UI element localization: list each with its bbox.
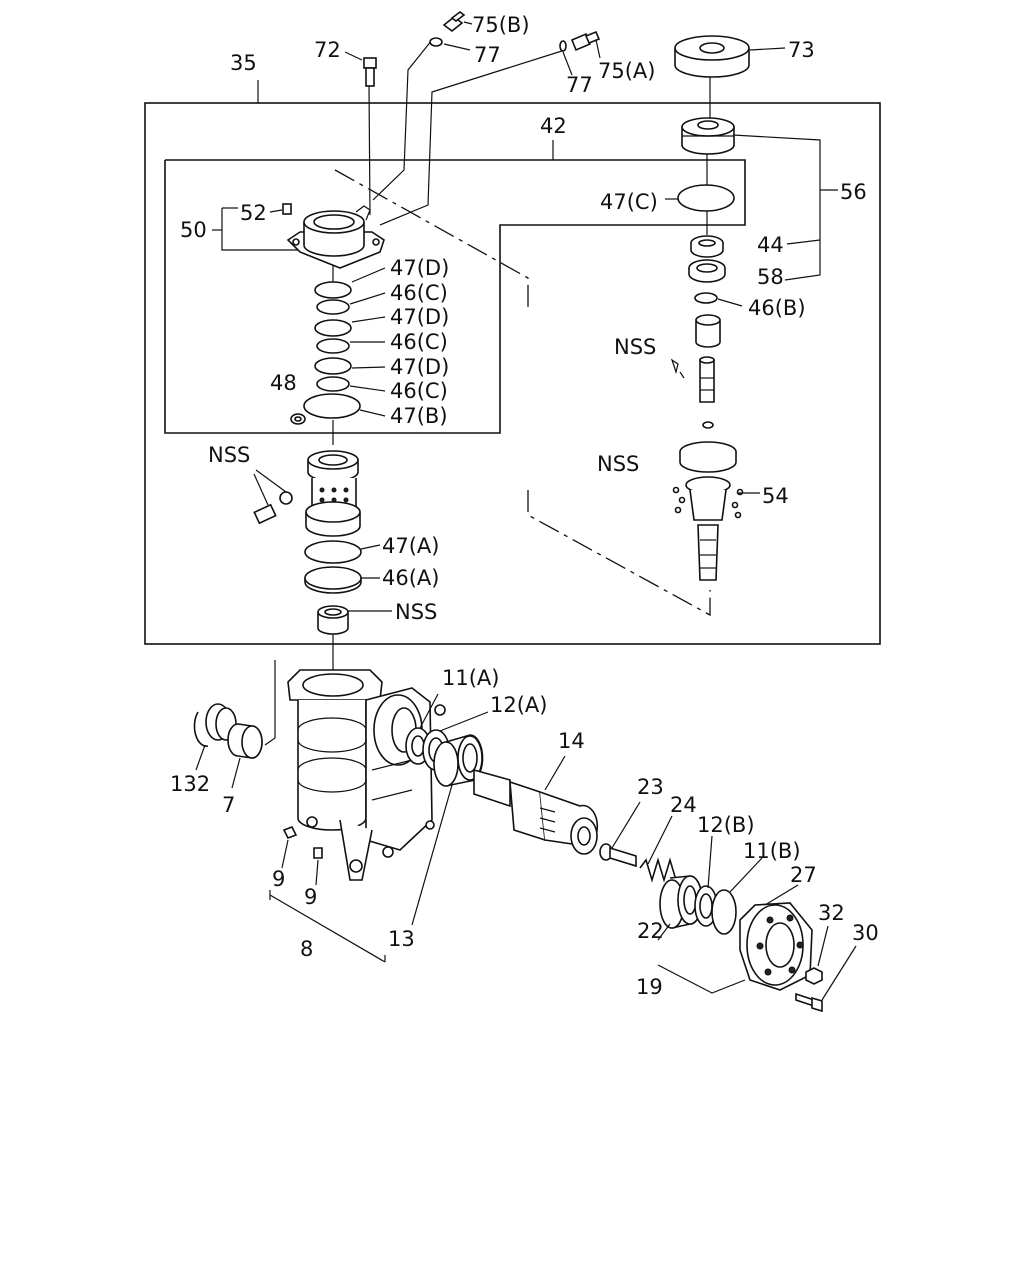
seal-rings-stack-icon [303, 267, 386, 419]
label-32: 32 [818, 901, 845, 925]
input-shaft-icon [670, 356, 715, 403]
label-46b: 46(B) [748, 296, 806, 320]
label-75a: 75(A) [598, 59, 655, 83]
label-12a: 12(A) [490, 693, 547, 717]
plug-9-icon [281, 825, 323, 886]
label-75b: 75(B) [472, 13, 530, 37]
label-47d-3: 47(D) [390, 355, 449, 379]
label-52: 52 [240, 201, 267, 225]
label-22: 22 [637, 919, 664, 943]
bushing-7-icon [227, 723, 263, 789]
plug-nss-icon [317, 605, 392, 635]
valve-sleeve-icon [695, 314, 721, 348]
label-42: 42 [540, 114, 567, 138]
label-46c-2: 46(C) [390, 330, 448, 354]
label-46a: 46(A) [382, 566, 439, 590]
washer-48-icon [290, 413, 306, 425]
label-47a: 47(A) [382, 534, 439, 558]
label-9-left: 9 [272, 867, 285, 891]
label-13: 13 [388, 927, 415, 951]
label-50: 50 [180, 218, 207, 242]
label-77-right: 77 [566, 73, 593, 97]
label-30: 30 [852, 921, 879, 945]
label-23: 23 [637, 775, 664, 799]
label-73: 73 [788, 38, 815, 62]
label-14: 14 [558, 729, 585, 753]
label-46c-1: 46(C) [390, 281, 448, 305]
label-nss-valve: NSS [614, 335, 656, 359]
spring-24-icon [639, 815, 677, 883]
label-8: 8 [300, 937, 313, 961]
label-12b: 12(B) [697, 813, 755, 837]
adjust-screw-23-icon [599, 801, 641, 868]
valve-cap-56-icon [681, 117, 735, 155]
label-11a: 11(A) [442, 666, 499, 690]
label-7: 7 [222, 793, 235, 817]
gear-housing-8-icon [287, 669, 446, 881]
label-54: 54 [762, 484, 789, 508]
label-132: 132 [170, 772, 210, 796]
bolt-30-icon [795, 945, 857, 1013]
ring-47a-icon [304, 540, 381, 564]
label-47b: 47(B) [390, 404, 448, 428]
piston-icon [305, 450, 361, 537]
bearing-44-icon [690, 235, 724, 258]
seal-58-icon [688, 259, 726, 283]
nut-32-icon [805, 925, 829, 985]
cover-73-icon [674, 35, 786, 78]
subassembly-frame-42 [164, 140, 746, 434]
seal-11a-icon [405, 693, 439, 765]
label-44: 44 [757, 233, 784, 257]
oring-47c-icon [665, 184, 735, 212]
label-nss-ballscrew: NSS [597, 452, 639, 476]
bolt-72-icon [344, 51, 377, 87]
label-48: 48 [270, 371, 297, 395]
ball-screw-54-icon [672, 421, 760, 581]
label-56: 56 [840, 180, 867, 204]
label-nss-piston: NSS [208, 443, 250, 467]
ring-46b-icon [694, 292, 743, 307]
fitting-75a-icon [570, 30, 601, 59]
label-11b: 11(B) [743, 839, 801, 863]
label-77-top: 77 [474, 43, 501, 67]
ring-46a-icon [304, 566, 380, 594]
seal-11b-icon [711, 857, 763, 935]
label-47d-2: 47(D) [390, 305, 449, 329]
piston-bolt-icon [253, 469, 293, 525]
label-19: 19 [636, 975, 663, 999]
label-35: 35 [230, 51, 257, 75]
fitting-75b-icon [442, 11, 473, 33]
washer-77-right-icon [559, 40, 573, 76]
label-47d-1: 47(D) [390, 256, 449, 280]
label-9-right: 9 [304, 885, 317, 909]
assembly-frame-35 [144, 80, 881, 645]
sector-shaft-14-icon [473, 755, 599, 855]
leader-lines [212, 39, 838, 994]
label-58: 58 [757, 265, 784, 289]
label-27: 27 [790, 863, 817, 887]
label-72: 72 [314, 38, 341, 62]
label-46c-3: 46(C) [390, 379, 448, 403]
side-cover-27-icon [739, 884, 813, 991]
washer-77-top-icon [429, 37, 471, 51]
screw-52-icon [269, 203, 292, 215]
label-nss-plug: NSS [395, 600, 437, 624]
label-24: 24 [670, 793, 697, 817]
label-47c: 47(C) [600, 190, 658, 214]
valve-housing-50-icon [286, 205, 385, 269]
